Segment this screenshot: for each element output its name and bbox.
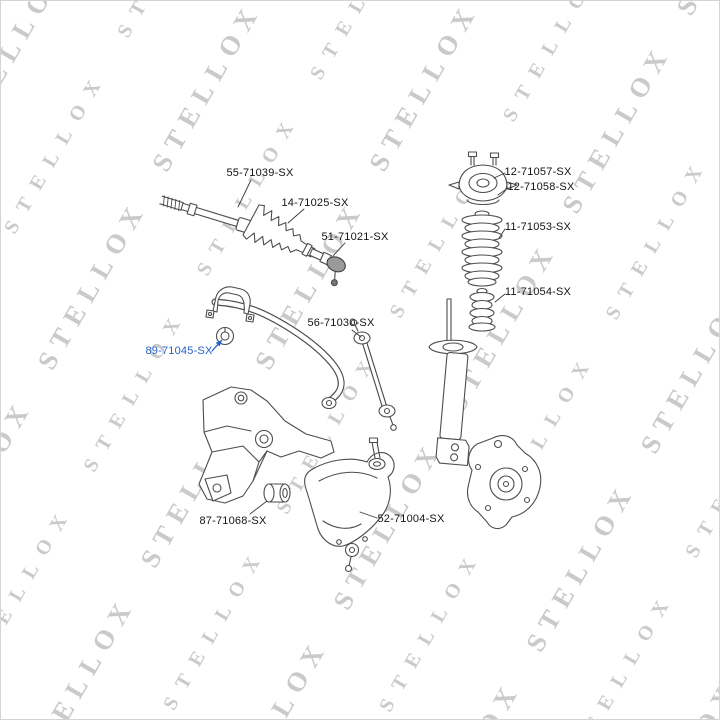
strut-mount-drawing xyxy=(448,151,518,206)
control-arm-drawing xyxy=(304,437,395,573)
stabilizer-link-drawing xyxy=(350,319,397,431)
tie-rod-end-drawing xyxy=(309,248,346,287)
strut-drawing xyxy=(428,298,478,467)
part-label-control-arm[interactable]: 52-71004-SX xyxy=(377,513,445,525)
stabilizer-bar-drawing xyxy=(211,298,345,410)
part-label-tie-rod-end[interactable]: 51-71021-SX xyxy=(321,231,389,243)
part-label-dust-boot[interactable]: 11-71053-SX xyxy=(504,221,572,233)
part-label-inner-tie-rod[interactable]: 55-71039-SX xyxy=(226,167,294,179)
steering-boot-drawing xyxy=(242,204,316,258)
steering-knuckle-drawing xyxy=(466,435,542,530)
part-label-strut-mount[interactable]: 12-71057-SX xyxy=(504,166,572,178)
part-label-control-arm-bushing[interactable]: 87-71068-SX xyxy=(199,515,267,527)
leader-lines xyxy=(237,172,509,519)
stabilizer-bushing-drawing xyxy=(215,326,235,346)
part-label-stabilizer-link[interactable]: 56-71030-SX xyxy=(307,317,375,329)
control-arm-bushing-drawing xyxy=(263,483,291,503)
strut-dust-boot-drawing xyxy=(461,210,503,287)
inner-tie-rod-drawing xyxy=(159,195,255,235)
stabilizer-clamp-drawing xyxy=(205,286,255,323)
subframe-drawing xyxy=(198,386,335,504)
bump-stop-drawing xyxy=(468,287,496,332)
highlight-arrow xyxy=(211,339,223,352)
part-label-steering-boot[interactable]: 14-71025-SX xyxy=(281,197,349,209)
part-label-stabilizer-bushing-highlighted[interactable]: 89-71045-SX xyxy=(145,345,213,357)
part-label-strut-bearing[interactable]: 12-71058-SX xyxy=(507,181,575,193)
part-label-bump-stop[interactable]: 11-71054-SX xyxy=(504,286,572,298)
